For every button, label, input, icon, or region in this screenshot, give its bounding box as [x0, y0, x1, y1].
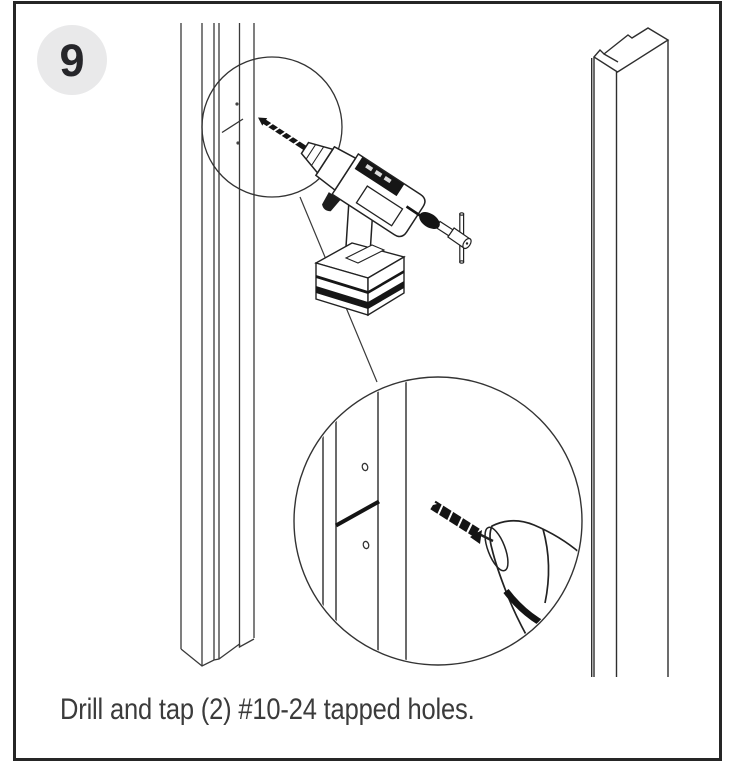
detail-callout-magnified-circle — [293, 376, 583, 666]
pilot-hole-mark — [236, 141, 240, 145]
chuck-sleeve-line — [542, 528, 550, 604]
tap-wrench-illustration — [405, 205, 472, 264]
detail-callout-small-circle — [201, 56, 343, 198]
drill-side-label — [355, 185, 404, 227]
step-number-badge: 9 — [37, 25, 107, 95]
right-jamb-illustration — [591, 27, 670, 677]
page-border-frame — [13, 1, 722, 761]
jamb-edge-line — [335, 499, 380, 528]
chuck-nose-face — [484, 526, 509, 572]
step-number: 9 — [59, 34, 85, 86]
tap-tip — [405, 205, 421, 217]
panel-mark — [365, 164, 374, 172]
tapped-hole — [361, 462, 369, 472]
panel-mark — [374, 170, 383, 178]
drill-bit — [258, 117, 307, 151]
drill-battery-pack — [314, 242, 406, 317]
tap-flutes — [419, 212, 440, 229]
pilot-hole-mark — [235, 102, 239, 106]
magnified-drill-bit — [430, 500, 494, 544]
tapped-hole — [362, 540, 370, 550]
cordless-drill-illustration — [258, 117, 426, 284]
step-caption: Drill and tap (2) #10-24 tapped holes. — [60, 693, 475, 726]
panel-mark — [383, 176, 392, 184]
